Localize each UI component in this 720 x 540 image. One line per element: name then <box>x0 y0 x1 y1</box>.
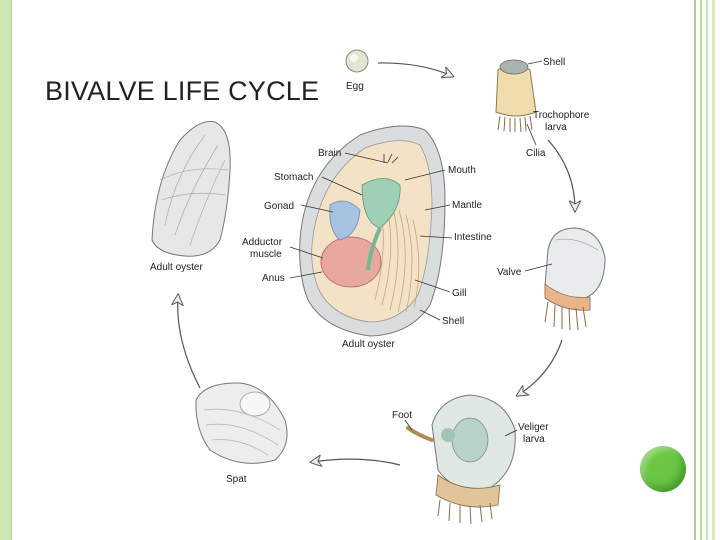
trochophore-label-line1: Trochophore <box>533 110 590 121</box>
egg-label: Egg <box>346 81 364 92</box>
veliger-label-line1: Veliger <box>518 422 549 433</box>
adult-oyster-center-label: Adult oyster <box>342 339 395 350</box>
arrow-valve-to-veliger <box>518 339 563 395</box>
green-circle-decoration <box>640 446 686 492</box>
adult-oyster-left-label: Adult oyster <box>150 262 203 273</box>
shell-top-label: Shell <box>543 57 565 68</box>
adductor-label-line1: Adductor <box>242 237 283 248</box>
adult-oyster-anatomy-illustration <box>289 125 453 337</box>
arrow-veliger-to-spat <box>312 459 401 465</box>
cilia-label: Cilia <box>526 148 546 159</box>
veliger-label-line2: larva <box>523 434 545 445</box>
mantle-label: Mantle <box>452 200 482 211</box>
anus-label: Anus <box>262 273 285 284</box>
trochophore-label-line2: larva <box>545 122 567 133</box>
slide-frame-right <box>694 0 720 540</box>
valve-label: Valve <box>497 267 522 278</box>
arrow-spat-to-adult <box>178 296 201 389</box>
adductor-label-line2: muscle <box>250 249 282 260</box>
foot-label: Foot <box>392 410 412 421</box>
spat-illustration <box>195 382 288 464</box>
trochophore-larva-illustration <box>495 59 543 146</box>
valve-larva-illustration <box>524 227 606 331</box>
cycle-arrows <box>178 62 575 465</box>
veliger-larva-illustration <box>404 394 518 525</box>
slide-frame-left <box>0 0 12 540</box>
egg-illustration <box>345 49 369 73</box>
brain-label: Brain <box>318 148 341 159</box>
spat-label: Spat <box>226 474 247 485</box>
shell-center-label: Shell <box>442 316 464 327</box>
mouth-label: Mouth <box>448 165 476 176</box>
gonad-label: Gonad <box>264 201 294 212</box>
arrow-egg-to-trochophore <box>377 62 452 76</box>
slide-title: BIVALVE LIFE CYCLE <box>45 76 320 106</box>
arrow-trochophore-to-valve <box>547 139 575 210</box>
adult-oyster-left-illustration <box>151 120 231 257</box>
stomach-label: Stomach <box>274 172 313 183</box>
intestine-label: Intestine <box>454 232 492 243</box>
gill-label: Gill <box>452 288 466 299</box>
